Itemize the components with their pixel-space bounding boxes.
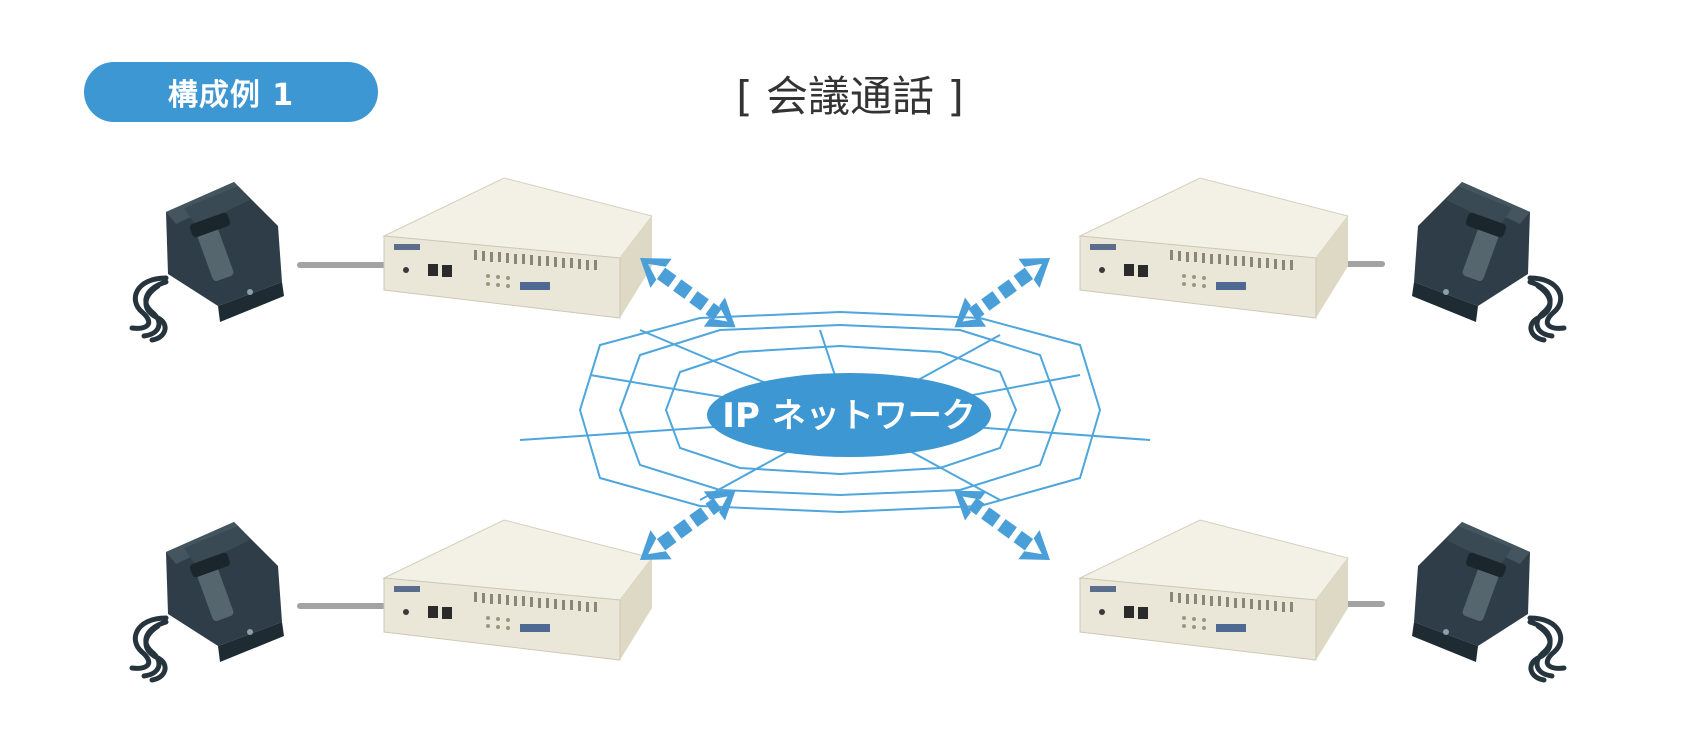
example-badge: 構成例 1 [84,62,378,122]
phone-top-left-icon [132,182,284,340]
gateway-bottom-left [383,519,653,661]
gateway-top-left [383,177,653,319]
arrow-top-left-icon [629,243,747,342]
gateway-bottom-right [1079,519,1349,661]
diagram-title: [ 会議通話 ] [736,71,964,121]
network-oval [707,373,991,457]
phone-bottom-left-icon [132,522,284,680]
example-badge-label: 構成例 1 [167,78,295,113]
phone-top-right-icon [1412,182,1564,340]
arrow-top-right-icon [943,243,1061,342]
phone-bottom-right-icon [1412,522,1564,680]
arrow-bottom-right-icon [943,476,1061,575]
gateway-top-right [1079,177,1349,319]
network-label: IP ネットワーク [722,396,975,436]
